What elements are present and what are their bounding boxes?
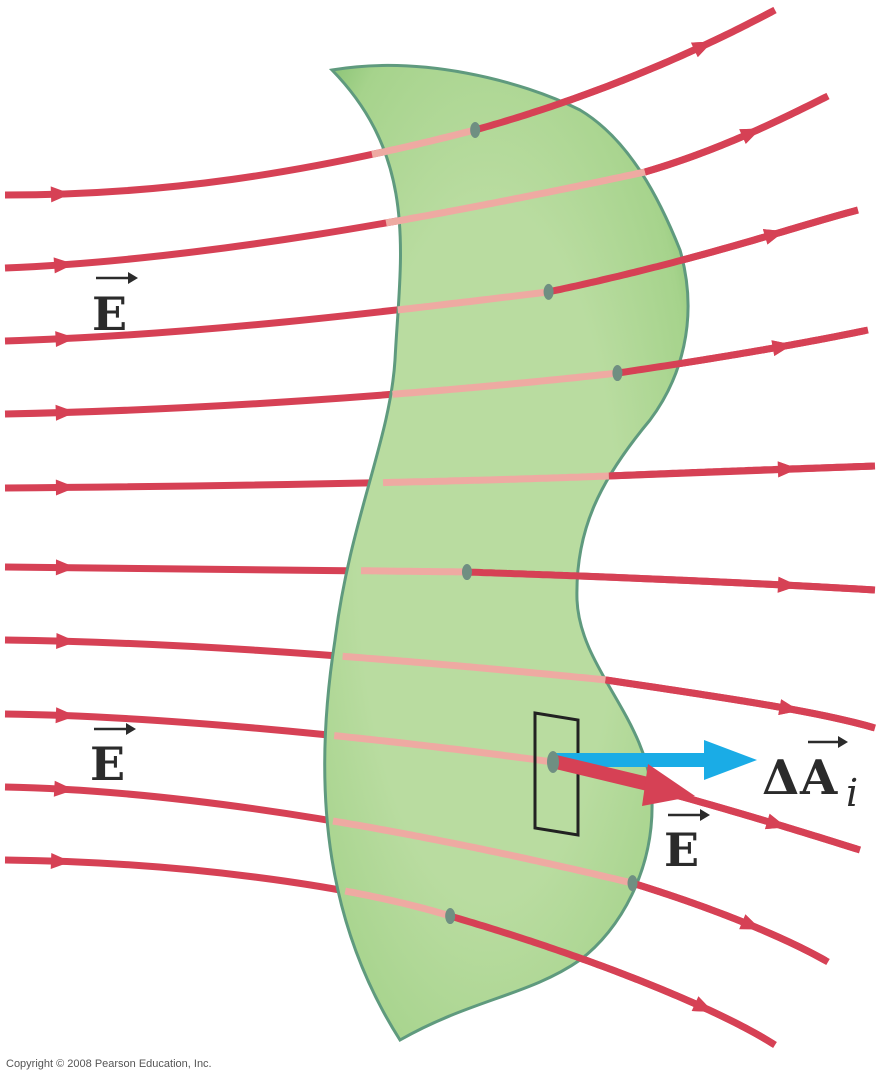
field-line-exiting <box>616 327 867 377</box>
field-line-arrowhead <box>691 996 714 1013</box>
copyright-notice: Copyright © 2008 Pearson Education, Inc. <box>6 1058 212 1070</box>
field-line-arrowhead <box>55 707 76 724</box>
field-line-exiting <box>449 912 775 1047</box>
field-lines-over-surface <box>332 8 875 1047</box>
field-line-arrowhead <box>691 41 713 58</box>
field-line-arrowhead <box>53 780 75 797</box>
field-line-through-surface <box>397 288 550 314</box>
local-field-arrow <box>554 755 695 806</box>
field-line-arrowhead <box>50 852 71 869</box>
svg-text:i: i <box>846 771 858 815</box>
piercing-points <box>445 121 638 925</box>
area-element <box>533 711 580 837</box>
field-line-through-surface <box>342 652 606 684</box>
field-line-arrowhead <box>50 186 71 203</box>
field-line-arrowhead <box>55 331 76 348</box>
field-line-arrowhead <box>56 633 77 650</box>
area-vector-label: Δ A i <box>762 736 858 815</box>
field-line-exiting <box>644 93 828 176</box>
piercing-dot <box>543 283 554 300</box>
field-line-arrowhead <box>55 404 76 421</box>
piercing-dot <box>612 365 623 382</box>
svg-text:E: E <box>664 823 699 877</box>
field-label-right: E <box>664 809 710 877</box>
svg-text:Δ: Δ <box>762 750 799 806</box>
piercing-dot <box>627 875 638 892</box>
field-line-exiting <box>474 8 774 134</box>
field-line-through-surface <box>392 369 618 398</box>
piercing-dot <box>470 121 481 138</box>
field-line-through-surface <box>344 887 452 920</box>
field-line-arrowhead <box>739 128 761 144</box>
svg-text:E: E <box>92 287 127 341</box>
field-line-exiting <box>547 206 859 296</box>
area-vector-arrow <box>556 740 757 780</box>
field-line-arrowhead <box>739 914 761 930</box>
element-center-dot <box>547 751 559 773</box>
field-line-through-surface <box>332 817 634 887</box>
field-line-exiting <box>608 462 873 480</box>
field-line-through-surface <box>385 168 646 227</box>
field-line-arrowhead <box>777 576 799 593</box>
piercing-dot <box>461 564 472 581</box>
field-line-exiting <box>604 676 875 731</box>
field-line-through-surface <box>360 567 467 576</box>
curved-surface <box>323 64 690 1043</box>
field-line-through-surface <box>371 126 477 158</box>
field-line-arrowhead <box>55 479 76 496</box>
field-line-arrowhead <box>778 699 800 716</box>
field-line-arrowhead <box>55 559 76 576</box>
svg-text:A: A <box>799 750 838 806</box>
field-line-arrowhead <box>771 340 793 357</box>
field-line-exiting <box>466 568 875 594</box>
field-line-through-surface <box>333 732 554 766</box>
field-line-arrowhead <box>53 257 75 274</box>
field-line-through-surface <box>382 472 609 487</box>
piercing-dot <box>445 908 456 925</box>
field-line-arrowhead <box>765 813 787 830</box>
field-label-left-upper: E <box>92 272 138 341</box>
field-line-arrowhead <box>762 229 785 245</box>
field-line-exiting <box>631 879 827 964</box>
field-label-left-lower: E <box>90 723 136 791</box>
field-line-arrowhead <box>777 461 799 478</box>
svg-text:E: E <box>90 737 125 791</box>
